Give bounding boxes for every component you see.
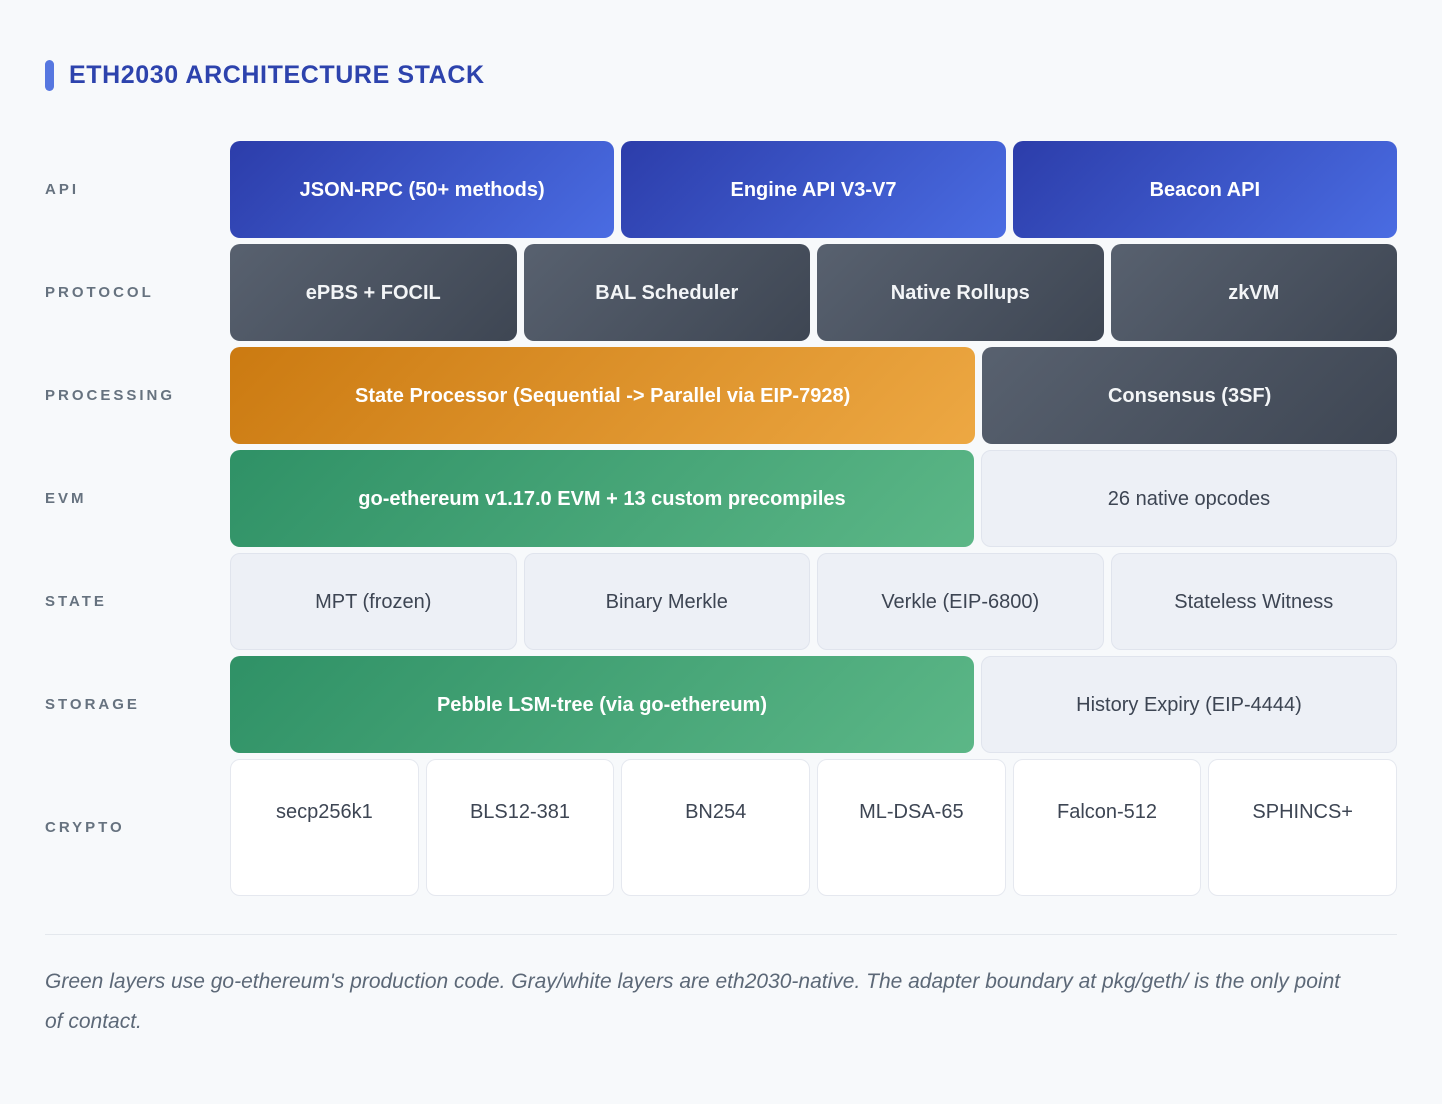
stack-row-state: STATE MPT (frozen) Binary Merkle Verkle (EI… — [45, 553, 1397, 650]
header: ETH2030 ARCHITECTURE STACK — [45, 58, 1397, 92]
block-mpt-frozen: MPT (frozen) — [230, 553, 517, 650]
block-label: BN254 — [685, 801, 747, 823]
block-beacon-api: Beacon API — [1012, 141, 1397, 238]
stack-row-crypto: CRYPTO secp256k1 BLS12-381 BN254 ML-DSA-65 Fa… — [45, 759, 1398, 896]
block-label: SPHINCS+ — [1252, 801, 1353, 823]
block-history-expiry-eip-4444: History Expiry (EIP-4444) — [980, 656, 1397, 753]
block-label: secp256k1 — [275, 801, 373, 823]
block-label: Verkle (EIP-6800) — [881, 590, 1040, 613]
architecture-stack: API JSON-RPC (50+ methods) Engine API V3-V… — [45, 141, 1398, 896]
page-title: ETH2030 ARCHITECTURE STACK — [69, 60, 485, 89]
row-label-state: STATE — [45, 593, 107, 610]
block-label: Consensus (3SF) — [1107, 384, 1272, 407]
row-blocks-evm: go-ethereum v1.17.0 EVM + 13 custom prec… — [230, 450, 1397, 547]
stack-row-protocol: PROTOCOL ePBS + FOCIL BAL Scheduler Native … — [45, 244, 1397, 341]
block-bls12-381: BLS12-381 — [425, 759, 615, 896]
block-bn254: BN254 — [621, 759, 811, 896]
row-label-api: API — [45, 181, 80, 198]
row-blocks-state: MPT (frozen) Binary Merkle Verkle (EIP-680… — [230, 553, 1397, 650]
block-zkvm: zkVM — [1110, 244, 1397, 341]
row-blocks-storage: Pebble LSM-tree (via go-ethereum) History… — [230, 656, 1397, 753]
block-label: ML-DSA-65 — [859, 801, 964, 823]
block-label: Beacon API — [1149, 178, 1261, 201]
block-stateless-witness: Stateless Witness — [1110, 553, 1397, 650]
block-go-ethereum-v1-17-0-evm-13-custom-precompiles: go-ethereum v1.17.0 EVM + 13 custom prec… — [230, 450, 974, 547]
stack-row-evm: EVM go-ethereum v1.17.0 EVM + 13 custom p… — [45, 450, 1397, 547]
title-accent-bar — [45, 59, 54, 91]
block-label: History Expiry (EIP-4444) — [1076, 693, 1302, 716]
block-label: 26 native opcodes — [1107, 487, 1271, 510]
block-label: State Processor (Sequential -> Parallel … — [355, 384, 851, 407]
footer-note: Green layers use go-ethereum's productio… — [45, 970, 1341, 1033]
row-label-crypto: CRYPTO — [45, 819, 125, 836]
block-engine-api-v3-v7: Engine API V3-V7 — [621, 141, 1006, 238]
block-label: Native Rollups — [890, 281, 1030, 304]
block-label: Binary Merkle — [605, 590, 728, 613]
block-label: Stateless Witness — [1174, 590, 1334, 613]
row-label-evm: EVM — [45, 490, 87, 507]
block-verkle-eip-6800: Verkle (EIP-6800) — [817, 553, 1104, 650]
block-label: MPT (frozen) — [315, 590, 432, 613]
row-label-protocol: PROTOCOL — [45, 284, 154, 301]
block-binary-merkle: Binary Merkle — [523, 553, 810, 650]
block-bal-scheduler: BAL Scheduler — [523, 244, 810, 341]
block-label: Falcon-512 — [1056, 801, 1158, 823]
row-blocks-processing: State Processor (Sequential -> Parallel … — [230, 347, 1397, 444]
block-sphincs: SPHINCS+ — [1208, 759, 1398, 896]
row-blocks-crypto: secp256k1 BLS12-381 BN254 ML-DSA-65 Falcon-5… — [230, 759, 1398, 896]
stack-row-api: API JSON-RPC (50+ methods) Engine API V3-V… — [45, 141, 1397, 238]
block-falcon-512: Falcon-512 — [1012, 759, 1202, 896]
block-26-native-opcodes: 26 native opcodes — [980, 450, 1397, 547]
block-pebble-lsm-tree-via-go-ethereum: Pebble LSM-tree (via go-ethereum) — [230, 656, 974, 753]
stack-row-storage: STORAGE Pebble LSM-tree (via go-ethereum)… — [45, 656, 1397, 753]
row-label-processing: PROCESSING — [45, 387, 176, 404]
row-blocks-api: JSON-RPC (50+ methods) Engine API V3-V7 Be… — [230, 141, 1397, 238]
block-epbs-focil: ePBS + FOCIL — [230, 244, 517, 341]
row-label-storage: STORAGE — [45, 696, 140, 713]
block-secp256k1: secp256k1 — [230, 759, 419, 896]
block-ml-dsa-65: ML-DSA-65 — [817, 759, 1006, 896]
block-label: Pebble LSM-tree (via go-ethereum) — [436, 693, 767, 716]
block-consensus-3sf: Consensus (3SF) — [982, 347, 1397, 444]
block-native-rollups: Native Rollups — [817, 244, 1104, 341]
block-label: ePBS + FOCIL — [305, 281, 441, 304]
block-label: zkVM — [1228, 281, 1280, 304]
block-label: JSON-RPC (50+ methods) — [299, 178, 545, 201]
row-blocks-protocol: ePBS + FOCIL BAL Scheduler Native Rollups z… — [230, 244, 1397, 341]
block-json-rpc-50-methods: JSON-RPC (50+ methods) — [230, 141, 615, 238]
block-label: BLS12-381 — [469, 801, 571, 823]
divider — [45, 934, 1397, 935]
block-label: BAL Scheduler — [595, 281, 739, 304]
block-label: go-ethereum v1.17.0 EVM + 13 custom prec… — [358, 487, 846, 510]
block-label: Engine API V3-V7 — [730, 178, 897, 201]
stack-row-processing: PROCESSING State Processor (Sequential ->… — [45, 347, 1397, 444]
block-state-processor-sequential-parallel-via-eip-7928: State Processor (Sequential -> Parallel … — [230, 347, 976, 444]
